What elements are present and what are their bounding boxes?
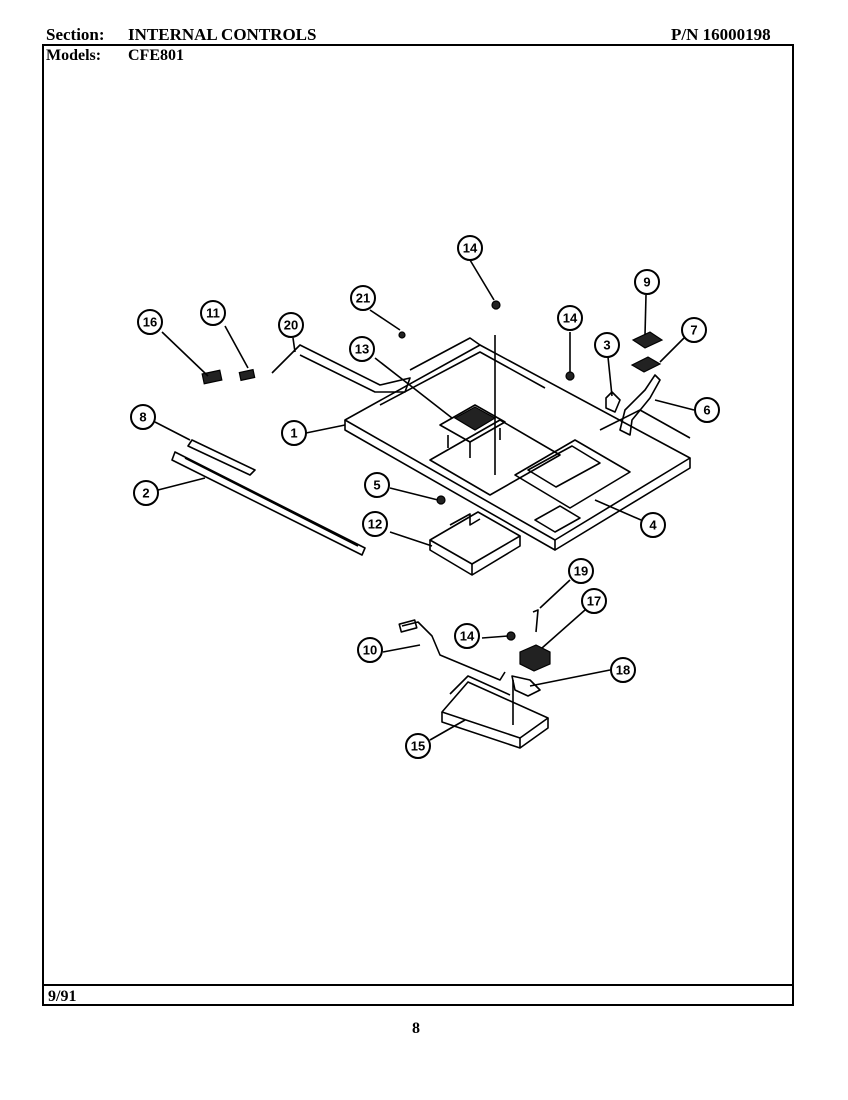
callout-16: 16 [137, 309, 163, 335]
svg-text:19: 19 [574, 564, 588, 579]
switch-bracket-12 [429, 511, 521, 565]
svg-text:14: 14 [460, 629, 475, 644]
screw-19 [532, 609, 539, 633]
svg-text:1: 1 [290, 426, 297, 441]
clip-7 [630, 356, 662, 373]
callout-18: 18 [610, 657, 636, 683]
svg-text:6: 6 [703, 403, 710, 418]
callout-2: 2 [133, 480, 159, 506]
svg-text:5: 5 [373, 478, 380, 493]
leader-lines [154, 259, 695, 741]
svg-text:2: 2 [142, 486, 149, 501]
callout-14-low: 14 [454, 623, 480, 649]
callout-21: 21 [350, 285, 376, 311]
callout-11: 11 [200, 300, 226, 326]
svg-text:20: 20 [284, 318, 298, 333]
svg-text:17: 17 [587, 594, 601, 609]
callout-5: 5 [364, 472, 390, 498]
callout-10: 10 [357, 637, 383, 663]
clip-9 [631, 331, 664, 349]
svg-text:16: 16 [143, 315, 157, 330]
section-label: Section: [46, 25, 105, 44]
screw-14-top [491, 300, 501, 310]
spring-16 [201, 369, 223, 385]
wire-harness-10 [401, 621, 506, 681]
svg-text:12: 12 [368, 517, 382, 532]
callout-14-top: 14 [457, 235, 483, 261]
callout-3: 3 [594, 332, 620, 358]
callout-1: 1 [281, 420, 307, 446]
bracket-20 [271, 344, 411, 393]
callout-7: 7 [681, 317, 707, 343]
screw-21 [398, 331, 406, 339]
svg-text:8: 8 [139, 410, 146, 425]
svg-text:10: 10 [363, 643, 377, 658]
housing-15 [441, 681, 549, 739]
screw-5 [436, 495, 446, 505]
svg-text:14: 14 [563, 311, 578, 326]
callout-17: 17 [581, 588, 607, 614]
svg-text:18: 18 [616, 663, 630, 678]
spring-11 [238, 368, 256, 382]
callout-9: 9 [634, 269, 660, 295]
callout-20: 20 [278, 312, 304, 338]
callout-6: 6 [694, 397, 720, 423]
svg-text:9: 9 [643, 275, 650, 290]
callout-15: 15 [405, 733, 431, 759]
callout-12: 12 [362, 511, 388, 537]
svg-text:7: 7 [690, 323, 697, 338]
svg-text:14: 14 [463, 241, 478, 256]
svg-text:3: 3 [603, 338, 610, 353]
footer-rule [42, 984, 794, 986]
page-frame [42, 44, 794, 1006]
svg-text:13: 13 [355, 342, 369, 357]
section-value: INTERNAL CONTROLS [128, 25, 317, 44]
callout-19: 19 [568, 558, 594, 584]
callout-14-mid: 14 [557, 305, 583, 331]
screw-14-low [506, 631, 516, 641]
models-value: CFE801 [128, 47, 184, 64]
bracket-18 [511, 675, 541, 697]
page-number: 8 [412, 1020, 420, 1037]
bracket-3 [605, 391, 621, 413]
switch-17 [519, 644, 551, 672]
models-label: Models: [46, 47, 102, 64]
switch-rail-8 [187, 439, 256, 476]
part-number: P/N 16000198 [671, 25, 771, 44]
callout-4: 4 [640, 512, 666, 538]
bracket-6 [619, 374, 661, 436]
callout-8: 8 [130, 404, 156, 430]
footer-date: 9/91 [48, 988, 77, 1005]
switch-assembly [439, 335, 506, 475]
screw-14-mid [565, 371, 575, 381]
svg-text:11: 11 [206, 306, 220, 321]
mounting-channel-2 [171, 451, 366, 556]
callout-13: 13 [349, 336, 375, 362]
svg-text:15: 15 [411, 739, 425, 754]
svg-text:4: 4 [649, 518, 657, 533]
svg-text:21: 21 [356, 291, 370, 306]
